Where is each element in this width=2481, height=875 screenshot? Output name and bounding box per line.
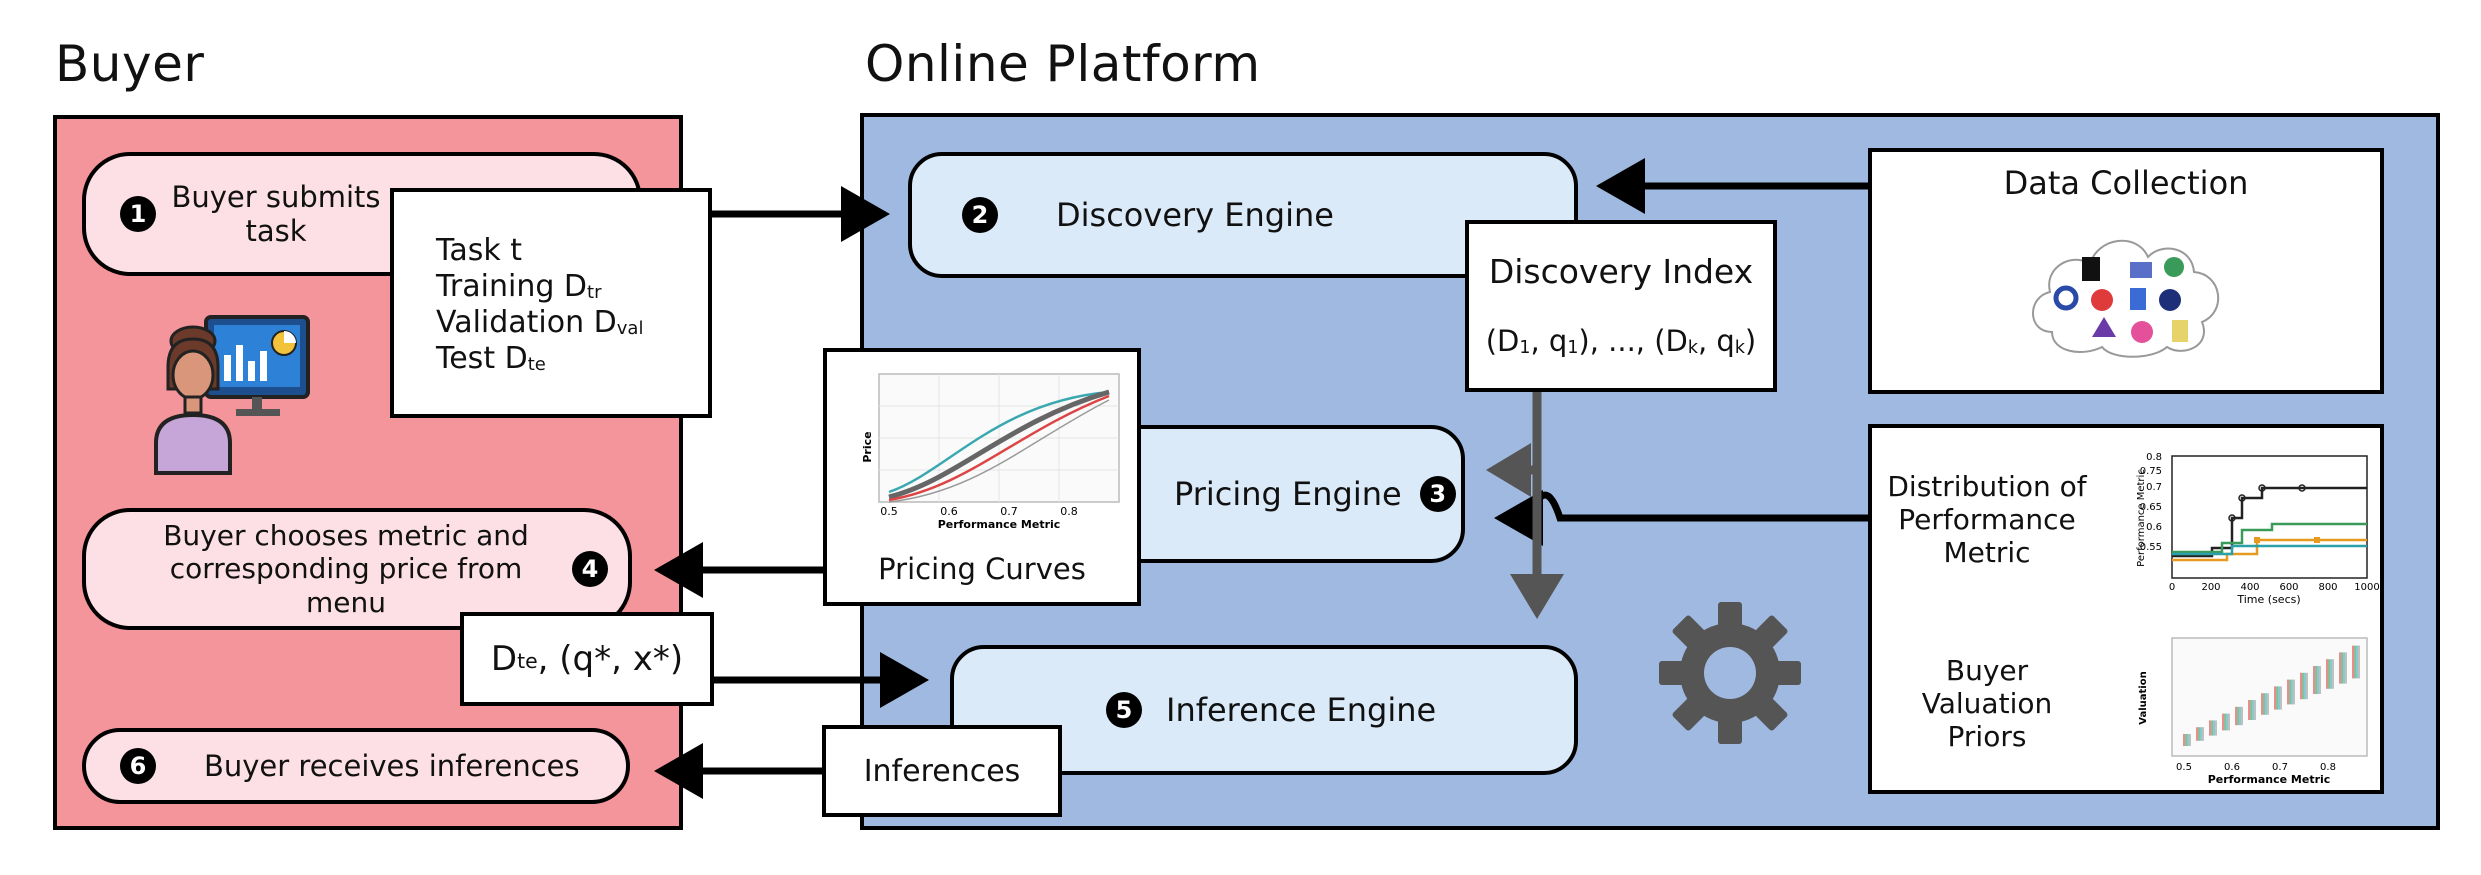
test-subscript: te bbox=[527, 354, 546, 375]
task-line: Task t bbox=[436, 233, 523, 268]
pricing-engine[interactable]: Pricing Engine 3 bbox=[1080, 425, 1465, 563]
dist-xtick: 400 bbox=[2240, 582, 2259, 593]
data-collection-box: Data Collection bbox=[1868, 148, 2384, 394]
query-d-subscript: te bbox=[517, 649, 538, 673]
distribution-chart: 0.55 0.6 0.65 0.7 0.75 0.8 Performance M… bbox=[2136, 452, 2380, 606]
distribution-caption: Distribution of Performance Metric bbox=[1887, 470, 2087, 570]
step1-number: 1 bbox=[120, 196, 156, 232]
series-orange bbox=[2172, 538, 2367, 562]
valuation-chart: Valuation 0.5 0.6 0.7 0.8 Performance Me… bbox=[2138, 637, 2368, 786]
step5-number: 5 bbox=[1106, 692, 1142, 728]
inference-engine-label: Inference Engine bbox=[1166, 691, 1437, 729]
dist-ylabel: Performance Metric bbox=[2136, 469, 2147, 567]
dist-xtick: 200 bbox=[2201, 582, 2220, 593]
di-s4: k bbox=[1734, 338, 1745, 358]
data-collection-title: Data Collection bbox=[2003, 164, 2249, 202]
dist-ytick: 0.6 bbox=[2146, 522, 2162, 533]
di-t1: (D bbox=[1485, 324, 1520, 358]
di-t5: ) bbox=[1744, 324, 1757, 358]
dist-ytick: 0.8 bbox=[2146, 452, 2162, 463]
di-s1: 1 bbox=[1519, 338, 1531, 358]
gear-icon bbox=[1659, 602, 1801, 744]
di-t4: , q bbox=[1697, 324, 1735, 358]
inferences-box: Inferences bbox=[822, 725, 1062, 817]
step4-text: Buyer chooses metric and corresponding p… bbox=[163, 519, 529, 619]
validation-label: Validation D bbox=[436, 305, 617, 340]
pricing-curves-chart: Price 0.5 0.6 0.7 0.8 Performance Metric bbox=[861, 373, 1120, 531]
dist-xtick: 0 bbox=[2169, 582, 2175, 593]
val-xtick: 0.6 bbox=[2224, 762, 2240, 773]
dist-ytick: 0.75 bbox=[2140, 466, 2162, 477]
step4-pill[interactable]: Buyer chooses metric and corresponding p… bbox=[82, 508, 632, 630]
platform-title: Online Platform bbox=[865, 35, 1261, 93]
dist-xlabel: Time (secs) bbox=[2236, 593, 2300, 606]
pricing-engine-label: Pricing Engine bbox=[1174, 475, 1402, 513]
pricing-xlabel: Performance Metric bbox=[938, 518, 1061, 531]
di-t2: , q bbox=[1530, 324, 1568, 358]
test-line: Test Dte bbox=[436, 342, 546, 375]
dist-xtick: 1000 bbox=[2354, 582, 2379, 593]
discovery-index-box: Discovery Index (D1, q1), ..., (Dk, qk) bbox=[1465, 220, 1777, 392]
training-line: Training Dtr bbox=[436, 270, 601, 303]
val-xtick: 0.5 bbox=[2176, 762, 2192, 773]
di-s2: 1 bbox=[1567, 338, 1579, 358]
person-at-monitor-icon bbox=[154, 315, 310, 475]
pricing-curve-light bbox=[888, 399, 1110, 503]
step2-number: 2 bbox=[962, 197, 998, 233]
dist-xtick: 800 bbox=[2318, 582, 2337, 593]
series-teal bbox=[2172, 544, 2367, 556]
dist-xtick: 600 bbox=[2279, 582, 2298, 593]
step6-text: Buyer receives inferences bbox=[204, 748, 580, 783]
test-label: Test D bbox=[436, 341, 528, 376]
dist-ytick: 0.7 bbox=[2146, 482, 2162, 493]
val-ylabel: Valuation bbox=[2138, 671, 2149, 724]
task-box: Task t Training Dtr Validation Dval Test… bbox=[390, 188, 712, 418]
step6-number: 6 bbox=[120, 748, 156, 784]
val-xtick: 0.7 bbox=[2272, 762, 2288, 773]
valuation-bars bbox=[2183, 645, 2360, 746]
discovery-index-title: Discovery Index bbox=[1488, 252, 1754, 291]
query-rest: , (q*, x*) bbox=[537, 639, 684, 679]
pricing-curves-caption: Pricing Curves bbox=[878, 552, 1086, 586]
pricing-curve-red bbox=[888, 394, 1110, 502]
pricing-curve-gray bbox=[888, 389, 1110, 500]
query-d: D bbox=[490, 639, 518, 679]
valuation-caption: Buyer Valuation Priors bbox=[1921, 654, 2053, 754]
dist-ytick: 0.55 bbox=[2140, 542, 2162, 553]
step1-text: Buyer submits task bbox=[171, 179, 381, 248]
pricing-curve-teal bbox=[888, 390, 1110, 494]
inferences-label: Inferences bbox=[863, 753, 1021, 789]
pricing-ylabel: Price bbox=[861, 431, 874, 462]
series-green bbox=[2172, 522, 2367, 554]
pricing-xtick: 0.6 bbox=[940, 505, 958, 518]
pricing-xtick: 0.8 bbox=[1060, 505, 1078, 518]
val-xlabel: Performance Metric bbox=[2208, 773, 2331, 786]
training-label: Training D bbox=[436, 269, 588, 304]
step6-pill[interactable]: 6 Buyer receives inferences bbox=[82, 728, 630, 804]
discovery-engine-label: Discovery Engine bbox=[1056, 196, 1334, 234]
pricing-xtick: 0.5 bbox=[880, 505, 898, 518]
dist-ytick: 0.65 bbox=[2140, 502, 2162, 513]
validation-subscript: val bbox=[616, 318, 644, 339]
buyer-title: Buyer bbox=[55, 35, 205, 93]
validation-line: Validation Dval bbox=[436, 306, 643, 339]
pricing-curves-box: Price 0.5 0.6 0.7 0.8 Performance Metric… bbox=[823, 348, 1141, 606]
training-subscript: tr bbox=[587, 282, 602, 303]
di-s3: k bbox=[1687, 338, 1698, 358]
step3-number: 3 bbox=[1419, 476, 1456, 512]
val-xtick: 0.8 bbox=[2320, 762, 2336, 773]
discovery-index-entries: (D1, q1), ..., (Dk, qk) bbox=[1469, 324, 1773, 358]
pricing-xtick: 0.7 bbox=[1000, 505, 1018, 518]
step4-number: 4 bbox=[572, 551, 608, 587]
data-cloud-icon bbox=[2032, 239, 2220, 358]
priors-box: Distribution of Performance Metric 0.55 … bbox=[1868, 424, 2384, 794]
di-t3: ), ..., (D bbox=[1578, 324, 1688, 358]
